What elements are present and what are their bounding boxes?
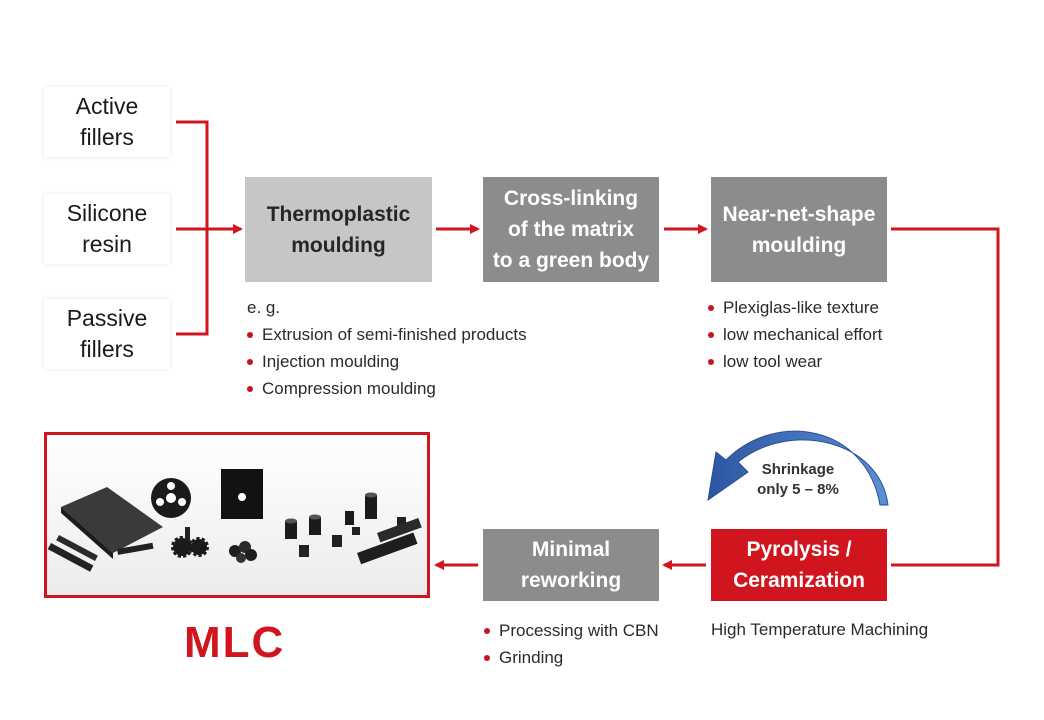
step-thermoplastic-moulding: Thermoplastic moulding xyxy=(245,177,432,282)
input-label-line1: Active xyxy=(75,93,139,119)
shrinkage-arrow xyxy=(707,430,889,506)
list-item: Grinding xyxy=(482,644,659,671)
step-label-line1: Minimal xyxy=(531,538,611,561)
input-label-line1: Silicone xyxy=(66,200,148,226)
step-label-line1: Near-net-shape xyxy=(722,202,876,226)
list-item: low tool wear xyxy=(706,348,882,375)
step-cross-linking: Cross-linking of the matrix to a green b… xyxy=(483,177,659,282)
pyrolysis-note: High Temperature Machining xyxy=(711,620,929,639)
list-item: Extrusion of semi-finished products xyxy=(245,321,527,348)
shrinkage-line2: only 5 – 8% xyxy=(757,481,839,498)
input-passive-fillers: Passive fillers xyxy=(44,299,170,369)
step-label-line1: Thermoplastic xyxy=(266,202,411,226)
input-active-fillers: Active fillers xyxy=(44,87,170,157)
input-label-line2: resin xyxy=(82,231,132,257)
nearnet-to-pyrolysis-line xyxy=(891,227,1000,567)
step-label-line2: reworking xyxy=(520,569,622,592)
thermoplastic-notes: Extrusion of semi-finished products Inje… xyxy=(245,321,527,402)
input-label-line2: fillers xyxy=(80,124,134,150)
input-silicone-resin: Silicone resin xyxy=(44,194,170,264)
step-label-line1: Cross-linking xyxy=(503,187,639,210)
step-label-line2: Ceramization xyxy=(733,569,865,592)
step-label-line2: moulding xyxy=(751,233,847,257)
step-label-line2: of the matrix xyxy=(507,218,635,241)
step-pyrolysis: Pyrolysis / Ceramization xyxy=(711,529,887,601)
list-item: Plexiglas-like texture xyxy=(706,294,882,321)
nearnet-notes: Plexiglas-like texture low mechanical ef… xyxy=(706,294,882,375)
list-item: low mechanical effort xyxy=(706,321,882,348)
shrinkage-line1: Shrinkage xyxy=(761,461,835,478)
product-photo xyxy=(44,432,430,598)
step-label-line3: to a green body xyxy=(492,249,650,272)
reworking-notes: Processing with CBN Grinding xyxy=(482,617,659,671)
input-label-line1: Passive xyxy=(66,305,148,331)
thermoplastic-notes-prefix: e. g. xyxy=(247,298,281,317)
ceramic-parts-image xyxy=(47,435,427,595)
shrinkage-label: Shrinkage only 5 – 8% xyxy=(752,460,844,500)
product-label-mlc: MLC xyxy=(184,618,286,667)
step-label-line2: moulding xyxy=(291,233,386,257)
step-minimal-reworking: Minimal reworking xyxy=(483,529,659,601)
list-item: Compression moulding xyxy=(245,375,527,402)
list-item: Processing with CBN xyxy=(482,617,659,644)
step-label-line1: Pyrolysis / xyxy=(746,538,852,561)
step-near-net-shape: Near-net-shape moulding xyxy=(711,177,887,282)
input-label-line2: fillers xyxy=(80,336,134,362)
list-item: Injection moulding xyxy=(245,348,527,375)
